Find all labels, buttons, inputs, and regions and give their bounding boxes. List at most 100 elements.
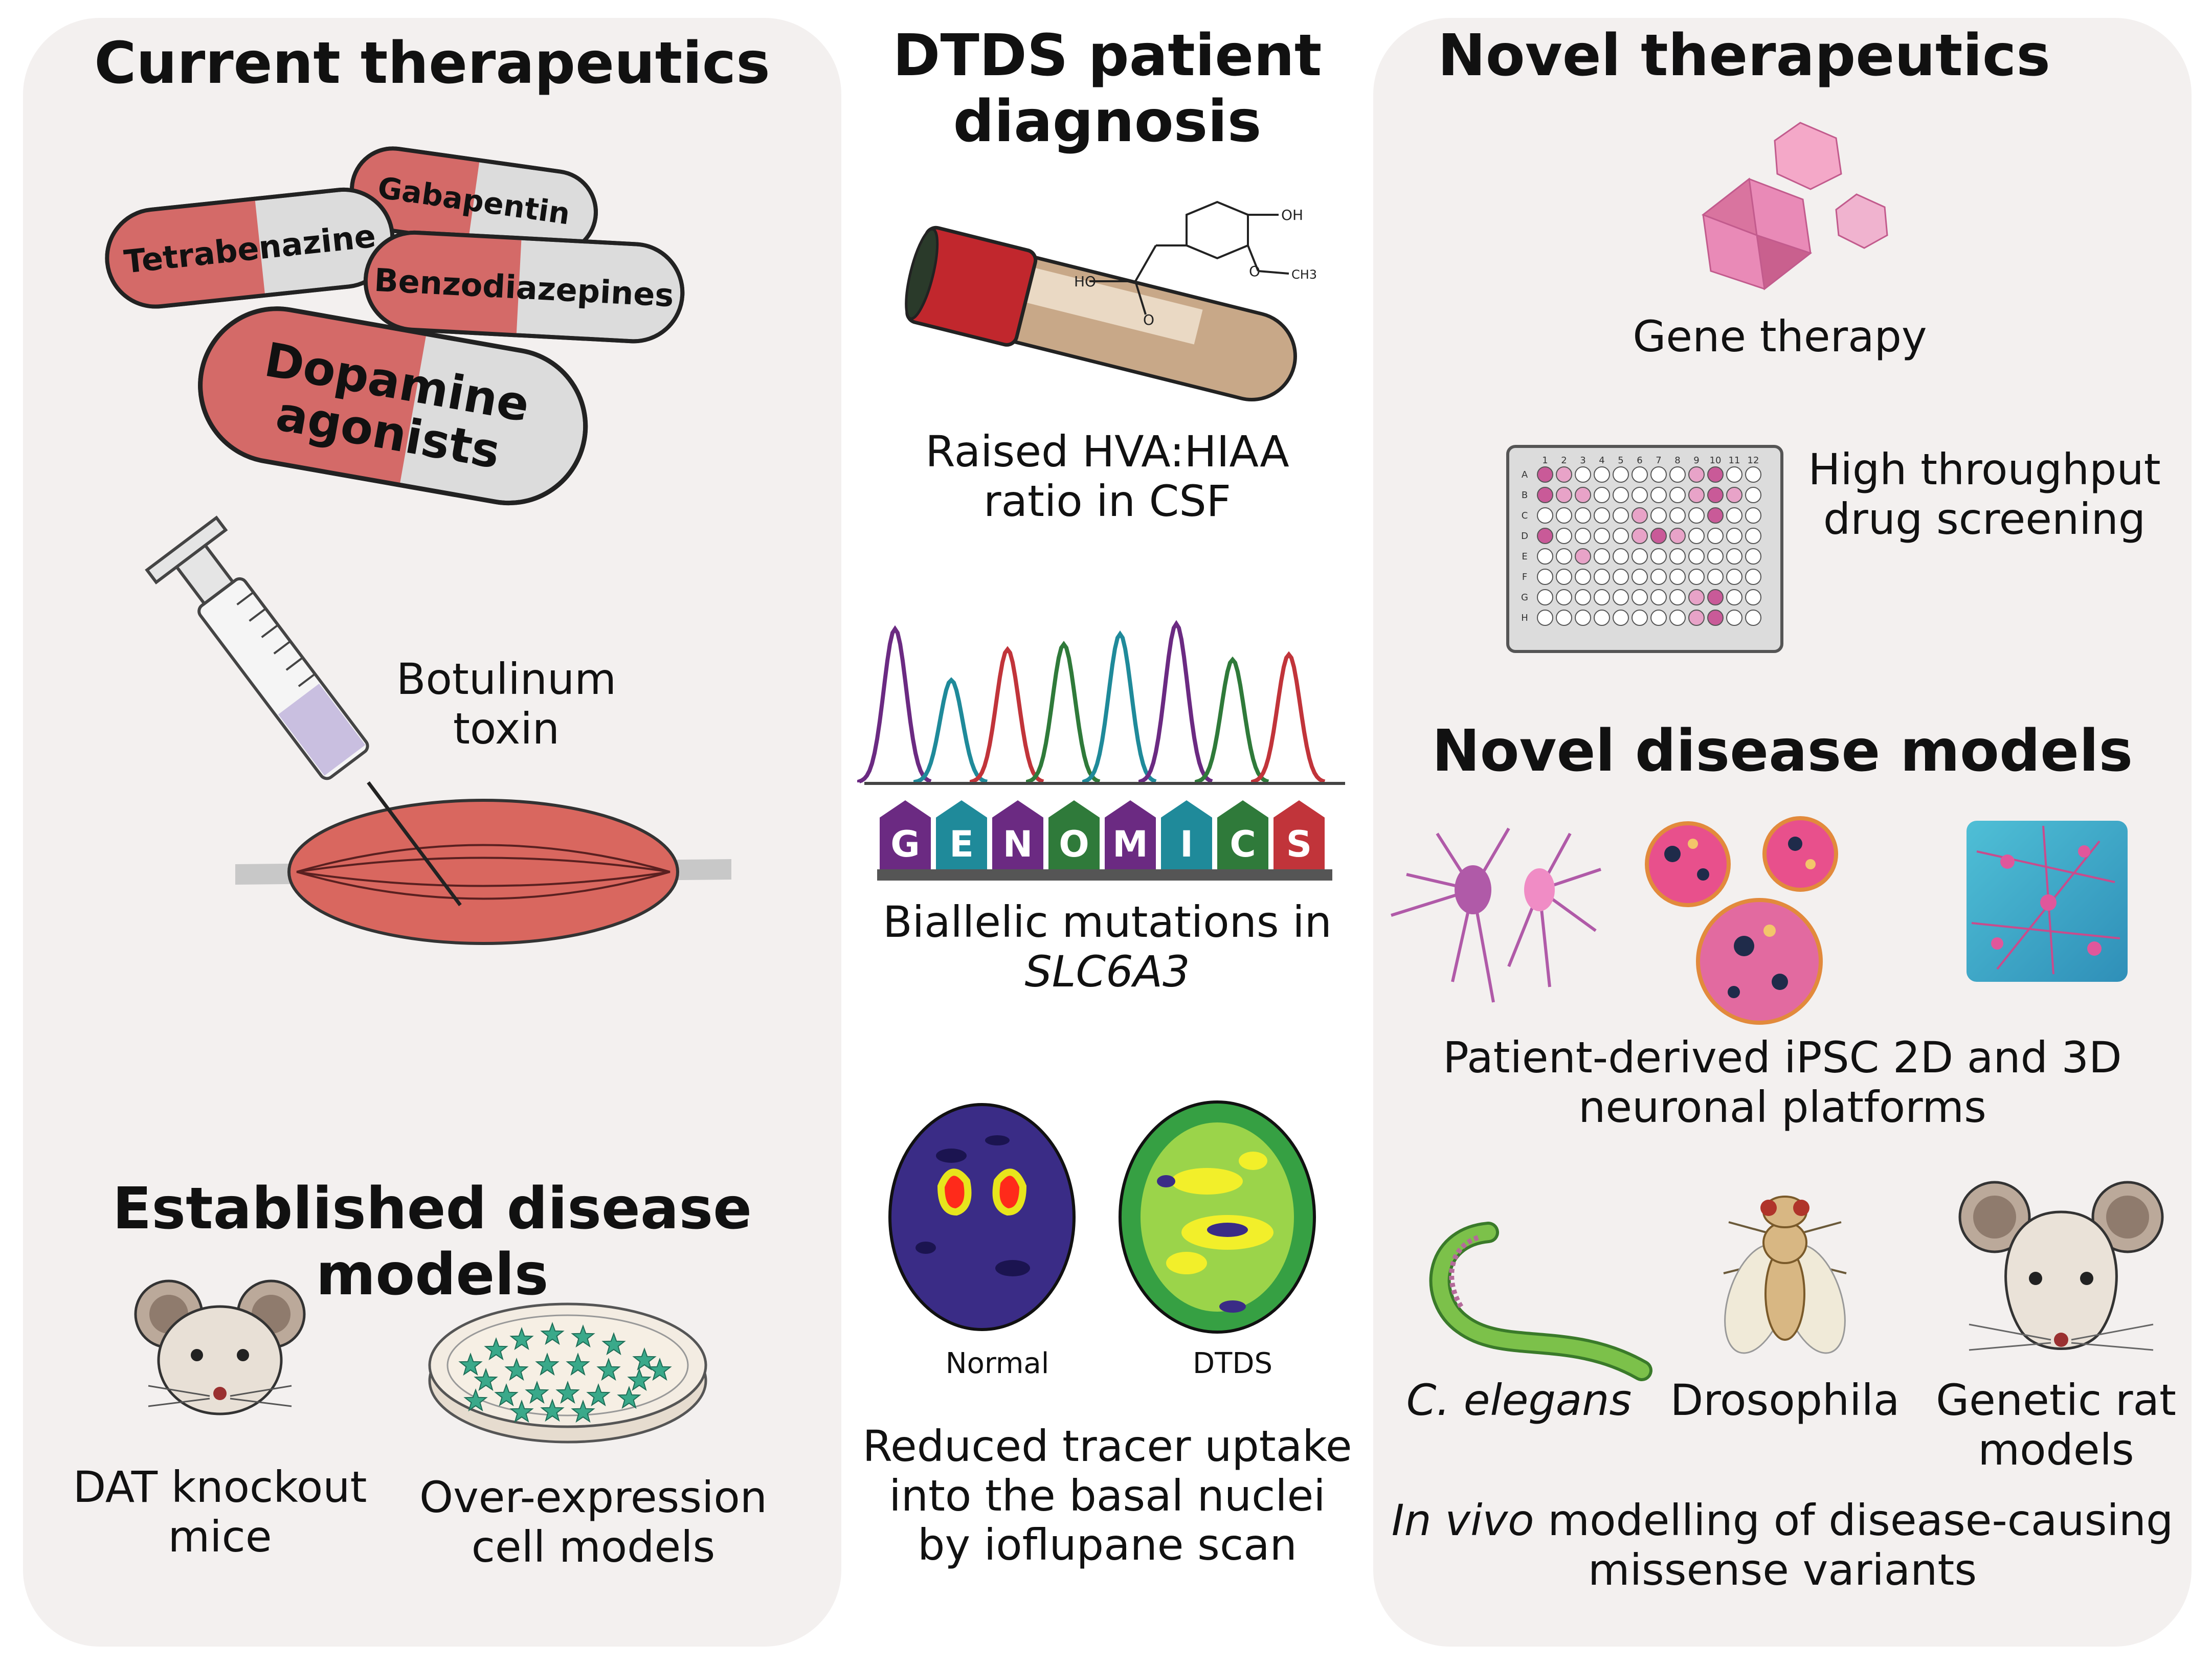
plate-row-label: H [1521, 613, 1528, 623]
plate-well [1575, 610, 1591, 626]
plate-well [1575, 466, 1591, 483]
plate-well [1556, 487, 1572, 503]
neuron-culture-image [1967, 821, 2128, 982]
plate-col-label: 4 [1599, 455, 1604, 466]
chromatogram-peak [857, 625, 932, 783]
plate-well [1613, 548, 1629, 565]
plate-row-label: E [1522, 551, 1527, 562]
plate-well [1650, 487, 1667, 503]
syringe [145, 515, 369, 780]
plate-well [1594, 569, 1610, 585]
plate-well [1632, 487, 1648, 503]
chromatogram-peak [1138, 620, 1213, 783]
mol-label-oh: OH [1281, 207, 1303, 223]
tracer-line2: into the basal nuclei [889, 1470, 1326, 1521]
organoid-3d-icon [1645, 816, 1838, 1025]
plate-well [1632, 548, 1648, 565]
dtds-heading-line1: DTDS patient [892, 22, 1322, 89]
plate-well [1613, 487, 1629, 503]
cell-star [586, 1383, 611, 1407]
plate-well [1537, 548, 1553, 565]
plate-well [1594, 548, 1610, 565]
plate-well [1726, 466, 1742, 483]
plate-well [1745, 507, 1761, 524]
plate-well [1669, 487, 1686, 503]
plate-well [1594, 487, 1610, 503]
cell-star [571, 1400, 595, 1423]
plate-well [1707, 569, 1724, 585]
plate-well [1575, 487, 1591, 503]
cell-star [494, 1383, 519, 1407]
plate-well [1613, 466, 1629, 483]
plate-well [1556, 548, 1572, 565]
plate-col-label: 1 [1542, 455, 1548, 466]
plate-well [1556, 589, 1572, 605]
chromatogram-peak [1082, 630, 1157, 783]
plate-well [1650, 610, 1667, 626]
plate-well [1688, 466, 1705, 483]
plate-row-label: G [1521, 592, 1528, 603]
petri-dish-icon [428, 1302, 707, 1444]
established-models-heading: Established disease models [112, 1176, 752, 1308]
plate-col-label: 5 [1618, 455, 1623, 466]
plate-well [1650, 528, 1667, 544]
cell-star [484, 1337, 508, 1361]
plate-row-label: F [1522, 572, 1527, 582]
plate-well [1745, 528, 1761, 544]
plate-well [1669, 507, 1686, 524]
invivo-line2: missense variants [1588, 1544, 1977, 1595]
invivo-line1: In vivo modelling of disease-causing [1373, 1496, 2192, 1545]
invivo-italic: In vivo [1391, 1495, 1534, 1545]
ioflupane-scans: Normal DTDS [888, 1100, 1316, 1380]
celegans-label: C. elegans [1406, 1375, 1632, 1425]
cell-star [504, 1358, 529, 1381]
tracer-line1: Reduced tracer uptake [862, 1421, 1352, 1471]
plate-well [1745, 487, 1761, 503]
plate-row-label: B [1522, 490, 1528, 501]
cell-star [540, 1322, 565, 1345]
plate-row-label: A [1522, 469, 1528, 480]
plate-well [1632, 528, 1648, 544]
gene-therapy-label: Gene therapy [1633, 311, 1927, 362]
dat-line2: mice [168, 1511, 272, 1562]
mol-label-o: O [1249, 263, 1260, 280]
plate-well [1575, 507, 1591, 524]
novel-therapeutics-heading: Novel therapeutics [1438, 22, 2050, 89]
hts-line2: drug screening [1823, 493, 2146, 544]
plate-well [1650, 589, 1667, 605]
plate-well [1688, 487, 1705, 503]
plate-well [1650, 466, 1667, 483]
cell-star [474, 1368, 498, 1391]
muscle-belly [287, 799, 679, 945]
cell-star [458, 1353, 483, 1376]
plate-well [1745, 569, 1761, 585]
drug-pills-illustration: Gabapentin Tetrabenazine Benzodiazepines… [105, 146, 685, 506]
plate-well [1594, 610, 1610, 626]
novel-models-heading: Novel disease models [1432, 718, 2133, 784]
slc6a3-gene: SLC6A3 [1024, 946, 1190, 997]
ipsc-line2: neuronal platforms [1578, 1082, 1986, 1132]
current-therapeutics-heading: Current therapeutics [94, 30, 770, 97]
plate-well [1688, 610, 1705, 626]
plate-well [1688, 569, 1705, 585]
plate-well [1594, 507, 1610, 524]
botox-label: Botulinum toxin [358, 655, 655, 753]
rat-line1: Genetic rat [1936, 1375, 2176, 1425]
biallelic-label: Biallelic mutations in SLC6A3 [859, 897, 1355, 996]
plate-well [1707, 528, 1724, 544]
hva-line1: Raised HVA:HIAA [925, 426, 1289, 477]
plate-well [1707, 548, 1724, 565]
plate-well [1650, 548, 1667, 565]
plate-well [1650, 507, 1667, 524]
plate-col-label: 10 [1710, 455, 1722, 466]
plate-well [1575, 548, 1591, 565]
dat-line1: DAT knockout [73, 1462, 367, 1512]
plate-well [1707, 466, 1724, 483]
biallelic-line1: Biallelic mutations in [883, 897, 1332, 947]
invivo-rest: modelling of disease-causing [1534, 1495, 2174, 1545]
chromatogram-peak [1026, 641, 1101, 784]
botox-line1: Botulinum [396, 654, 617, 704]
cell-star [540, 1399, 565, 1422]
genomics-letter: E [936, 800, 987, 869]
cell-star [509, 1327, 534, 1351]
